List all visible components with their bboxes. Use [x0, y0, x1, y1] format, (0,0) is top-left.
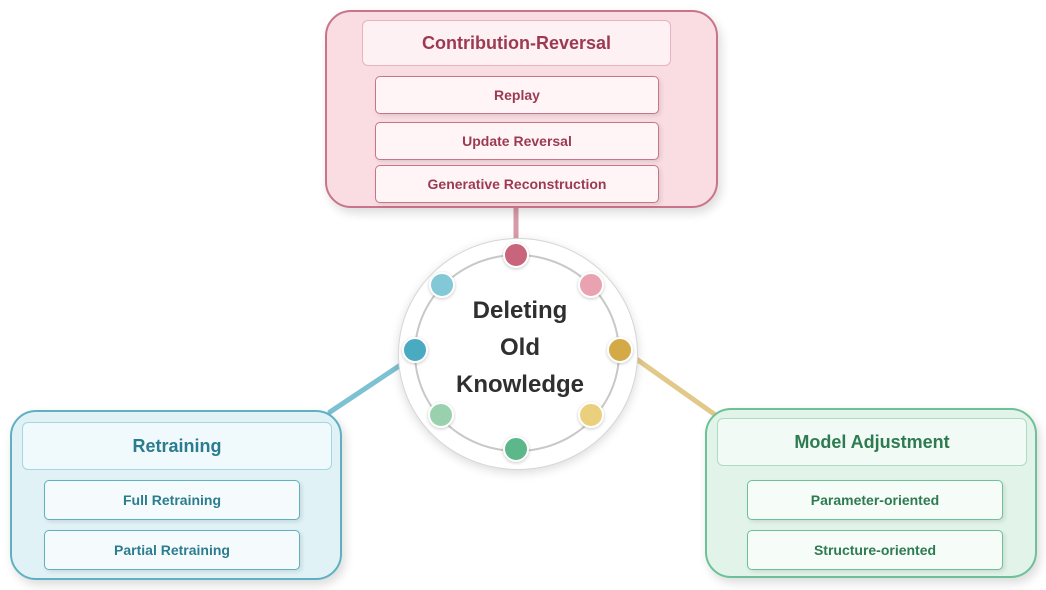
center-title-line: Deleting [472, 297, 568, 324]
hub-dot [503, 242, 529, 268]
group-model-adjustment: Model Adjustment Parameter-oriented Stru… [705, 408, 1037, 578]
item-partial-retraining: Partial Retraining [44, 530, 300, 570]
item-generative-reconstruction: Generative Reconstruction [375, 165, 659, 203]
hub-dot [578, 272, 604, 298]
hub-dot [428, 402, 454, 428]
center-title-line: Old [500, 334, 540, 361]
hub-dot [402, 337, 428, 363]
hub-dot [578, 402, 604, 428]
connector-right [629, 353, 717, 417]
group-retraining: Retraining Full Retraining Partial Retra… [10, 410, 342, 580]
item-full-retraining: Full Retraining [44, 480, 300, 520]
hub-dot [607, 337, 633, 363]
item-replay: Replay [375, 76, 659, 114]
hub-dot [503, 436, 529, 462]
center-title: Deleting Old Knowledge [434, 292, 606, 403]
group-title: Contribution-Reversal [362, 20, 671, 66]
item-parameter-oriented: Parameter-oriented [747, 480, 1003, 520]
item-structure-oriented: Structure-oriented [747, 530, 1003, 570]
item-update-reversal: Update Reversal [375, 122, 659, 160]
group-contribution-reversal: Contribution-Reversal Replay Update Reve… [325, 10, 718, 208]
group-title: Model Adjustment [717, 418, 1027, 466]
group-title: Retraining [22, 422, 332, 470]
center-title-line: Knowledge [455, 371, 584, 398]
hub-dot [429, 272, 455, 298]
connector-left [327, 361, 405, 415]
